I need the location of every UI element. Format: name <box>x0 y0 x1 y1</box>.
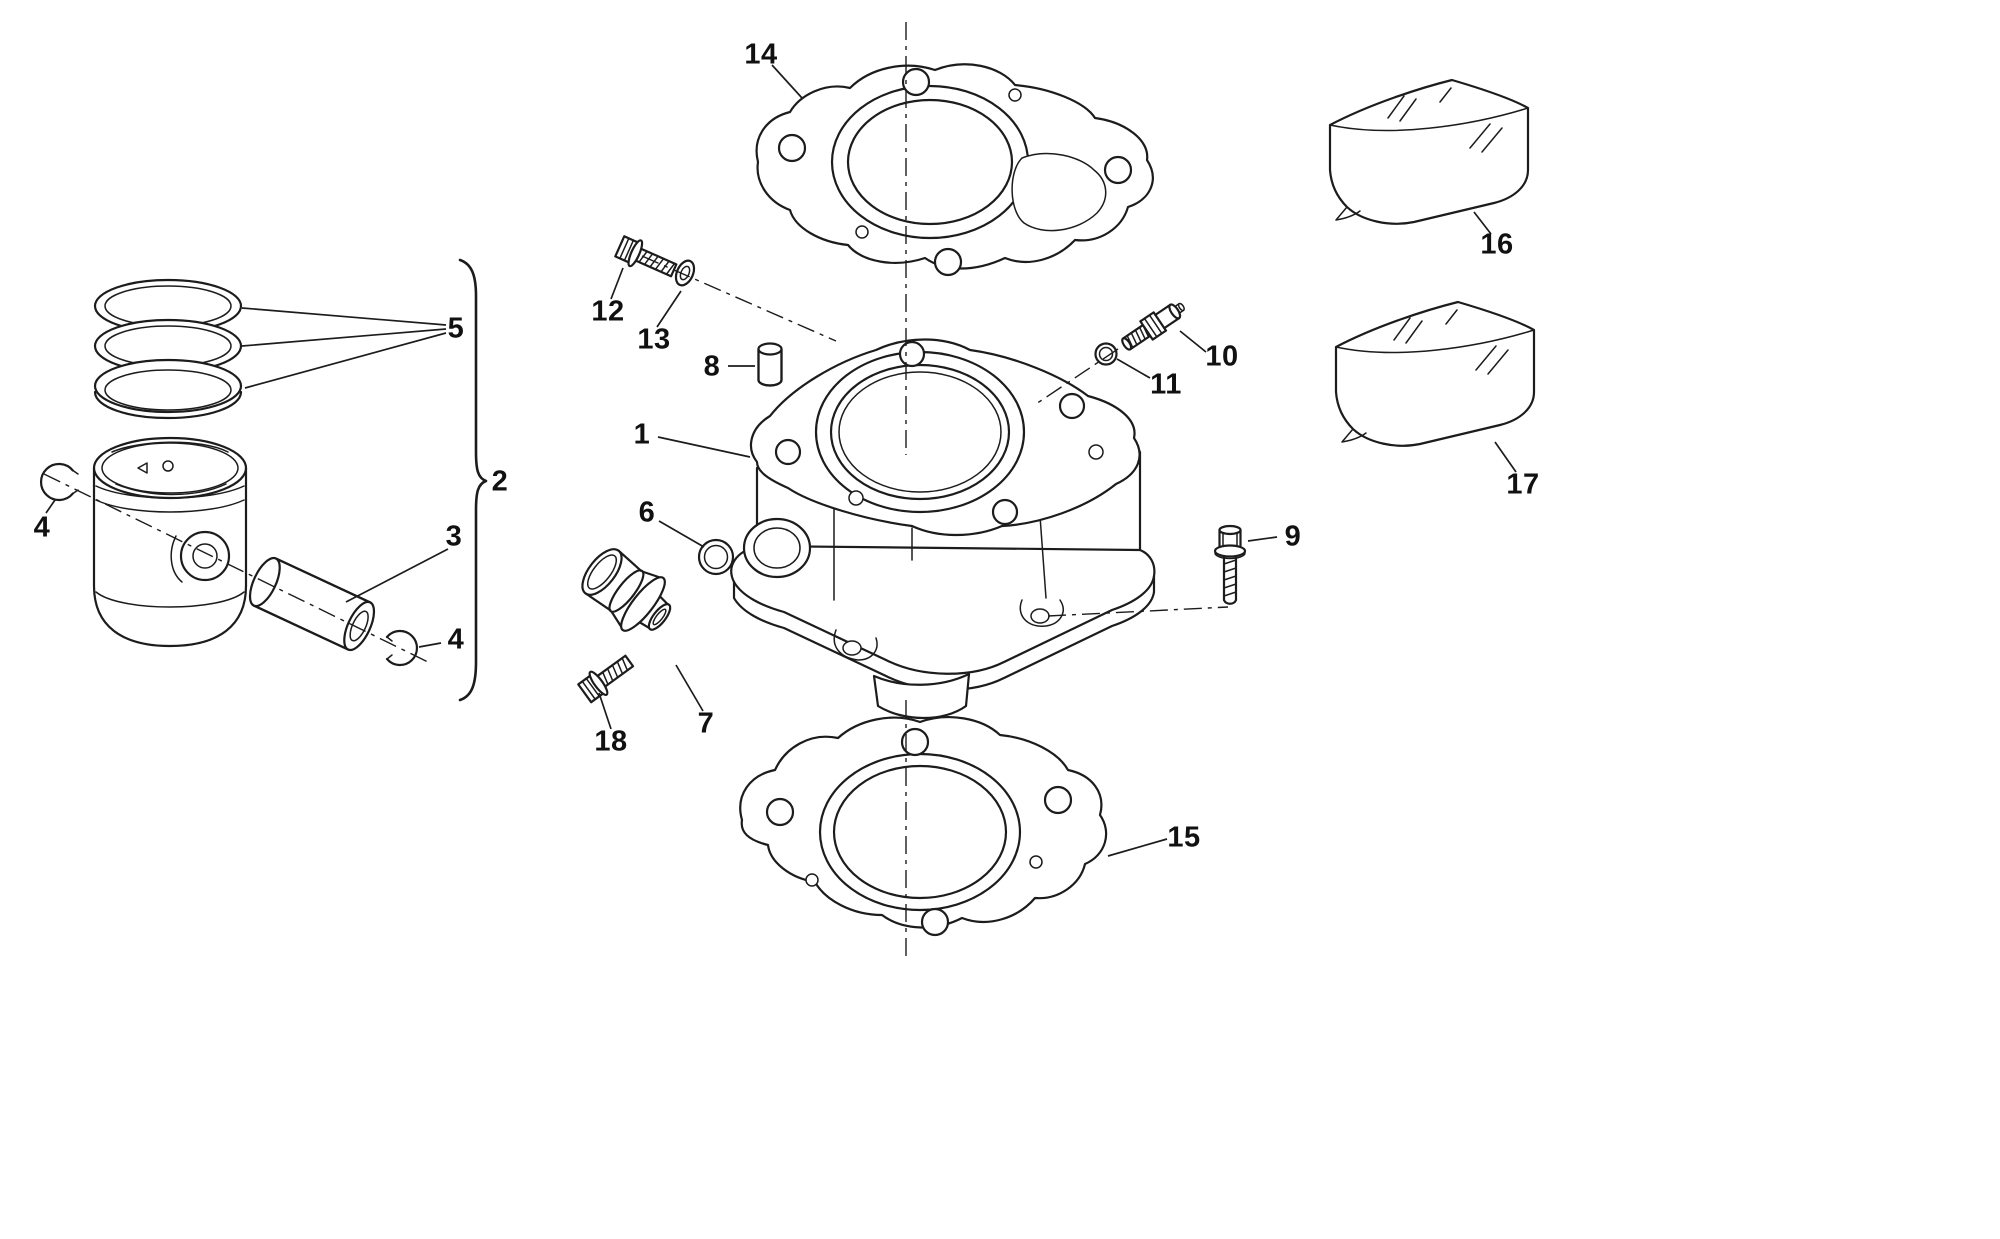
callout-11: 11 <box>1150 368 1182 401</box>
callout-16: 16 <box>1480 228 1514 261</box>
piston-circlip-right <box>385 629 418 667</box>
spare-parts-pack-17 <box>1334 300 1536 447</box>
piston-ring-set <box>93 278 243 420</box>
center-lines <box>43 22 1229 956</box>
callout-15: 15 <box>1167 821 1201 854</box>
callout-8: 8 <box>703 350 721 383</box>
callout-18: 18 <box>594 725 628 758</box>
callout-9: 9 <box>1284 520 1302 553</box>
callout-13: 13 <box>637 323 671 356</box>
spare-parts-pack-16 <box>1328 78 1530 225</box>
piston-assembly-bracket <box>458 258 488 702</box>
cylinder-1 <box>730 338 1156 720</box>
o-ring-11 <box>1094 342 1118 366</box>
callout-2: 2 <box>491 465 509 498</box>
callout-5: 5 <box>447 312 465 345</box>
flange-bolt-18 <box>577 654 635 704</box>
washer-13 <box>674 259 696 287</box>
temperature-sensor-10 <box>1121 302 1185 351</box>
leader-lines <box>45 64 1517 857</box>
flange-bolt-9 <box>1213 524 1247 605</box>
callout-6: 6 <box>638 496 656 529</box>
piston <box>92 436 248 648</box>
callout-3: 3 <box>445 520 463 553</box>
callout-17: 17 <box>1506 468 1540 501</box>
dowel-pin-8 <box>757 342 783 387</box>
callout-4-left: 4 <box>33 511 51 544</box>
callout-4-right: 4 <box>447 623 465 656</box>
callout-1: 1 <box>633 418 651 451</box>
base-gasket-15 <box>739 716 1108 937</box>
callout-7: 7 <box>697 707 715 740</box>
callout-12: 12 <box>591 295 625 328</box>
o-ring-6 <box>697 538 735 576</box>
callout-10: 10 <box>1205 340 1239 373</box>
coolant-union-7 <box>581 548 672 632</box>
piston-pin <box>248 556 376 652</box>
callout-14: 14 <box>744 38 778 71</box>
head-gasket <box>755 63 1154 277</box>
